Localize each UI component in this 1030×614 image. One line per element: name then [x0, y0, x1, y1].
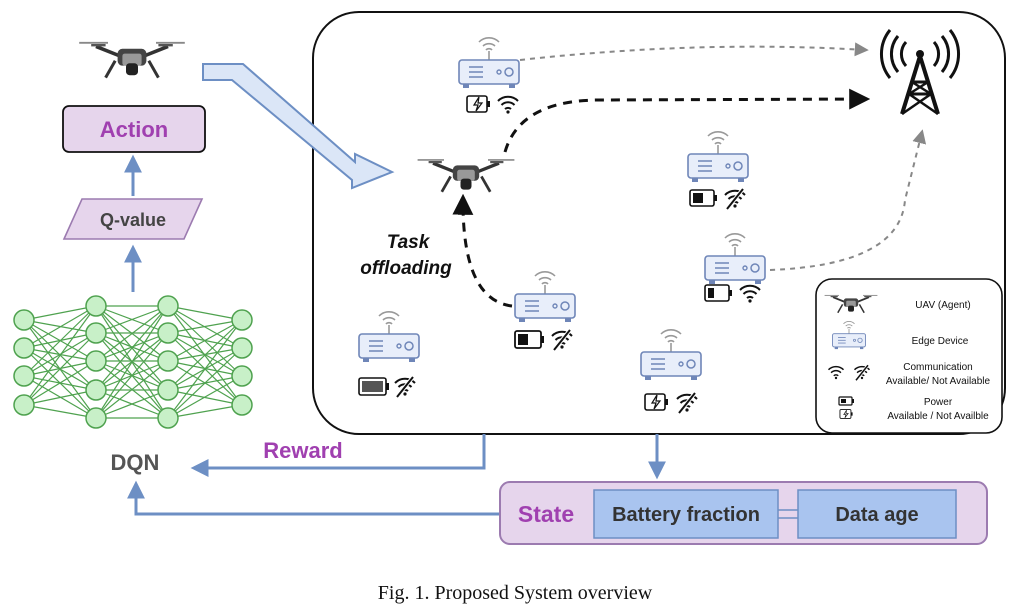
reward-label: Reward: [263, 438, 342, 463]
nn-edge: [95, 305, 169, 362]
nn-edge: [23, 332, 97, 406]
nn-node: [13, 394, 35, 416]
nn-edge: [95, 305, 169, 391]
nn-edge: [23, 404, 97, 419]
nn-node: [85, 295, 107, 317]
nn-node: [231, 365, 253, 387]
nn-node: [157, 407, 179, 429]
nn-edge: [167, 319, 243, 391]
nn-edge: [167, 319, 243, 419]
dashed-link-edge3-tower: [769, 129, 927, 271]
state-label: State: [518, 501, 574, 527]
nn-node: [157, 322, 179, 344]
agent-uav-icon: [77, 40, 187, 80]
reward-arrow: [190, 434, 486, 477]
task-offloading-label-1: Task: [387, 232, 431, 253]
nn-edge: [167, 319, 243, 334]
legend-power-title: Power: [924, 397, 953, 408]
nn-edge: [167, 404, 243, 419]
battery-low-icon: [704, 284, 732, 302]
nn-node: [13, 309, 35, 331]
legend-comm-sub: Available/ Not Available: [886, 376, 991, 387]
nn-node: [13, 365, 35, 387]
nn-edge: [167, 319, 243, 362]
dqn-label: DQN: [111, 450, 160, 475]
task-offloading-label-2: offloading: [360, 258, 452, 279]
legend-power-sub: Available / Not Availble: [887, 411, 989, 422]
nn-edge: [23, 305, 97, 321]
cell-tower-icon: [880, 29, 960, 116]
nn-edge: [167, 375, 243, 419]
action-arrow: [202, 63, 395, 190]
legend-edge-label: Edge Device: [912, 336, 969, 347]
nn-node: [157, 379, 179, 401]
legend-battery-icon: [838, 396, 854, 406]
qvalue-label: Q-value: [100, 210, 166, 230]
nn-edge: [23, 305, 97, 406]
nn-node: [13, 337, 35, 359]
battery-low-icon: [689, 189, 717, 207]
nn-edge: [95, 305, 169, 334]
nn-node: [85, 379, 107, 401]
nn-node: [231, 337, 253, 359]
dashed-link-edge1-tower: [519, 42, 869, 61]
nn-node: [231, 309, 253, 331]
nn-edge: [95, 360, 169, 419]
nn-node: [231, 394, 253, 416]
legend-comm-title: Communication: [903, 362, 972, 373]
battery-fraction-box: [593, 489, 779, 539]
legend: UAV (Agent) Edge Device Communication Av…: [815, 278, 1003, 434]
nn-edge: [95, 305, 169, 419]
data-age-label: Data age: [835, 504, 918, 526]
data-age-box: [797, 489, 957, 539]
nn-edge: [95, 332, 169, 362]
nn-edge: [23, 305, 97, 377]
battery-low-icon: [514, 330, 544, 349]
nn-edge: [23, 305, 97, 349]
nn-node: [157, 350, 179, 372]
figure-caption: Fig. 1. Proposed System overview: [377, 582, 653, 604]
nn-edge: [167, 347, 243, 419]
action-box: [62, 105, 206, 153]
dashed-link-uav-tower: [503, 88, 871, 153]
state-to-dqn-arrow: [127, 480, 500, 516]
nn-node: [157, 295, 179, 317]
nn-edge: [95, 389, 169, 419]
nn-node: [85, 322, 107, 344]
nn-edge: [23, 360, 97, 406]
nn-node: [85, 407, 107, 429]
nn-node: [85, 350, 107, 372]
dashed-link-offload: [452, 193, 513, 308]
nn-edge: [95, 332, 169, 419]
neural-network: [13, 295, 253, 429]
action-label: Action: [100, 117, 168, 142]
battery-high-icon: [358, 377, 389, 396]
legend-uav-label: UAV (Agent): [915, 300, 970, 311]
nn-edge: [167, 305, 243, 321]
battery-fraction-label: Battery fraction: [612, 504, 760, 526]
nn-edge: [23, 389, 97, 406]
qvalue-box: [62, 198, 204, 240]
